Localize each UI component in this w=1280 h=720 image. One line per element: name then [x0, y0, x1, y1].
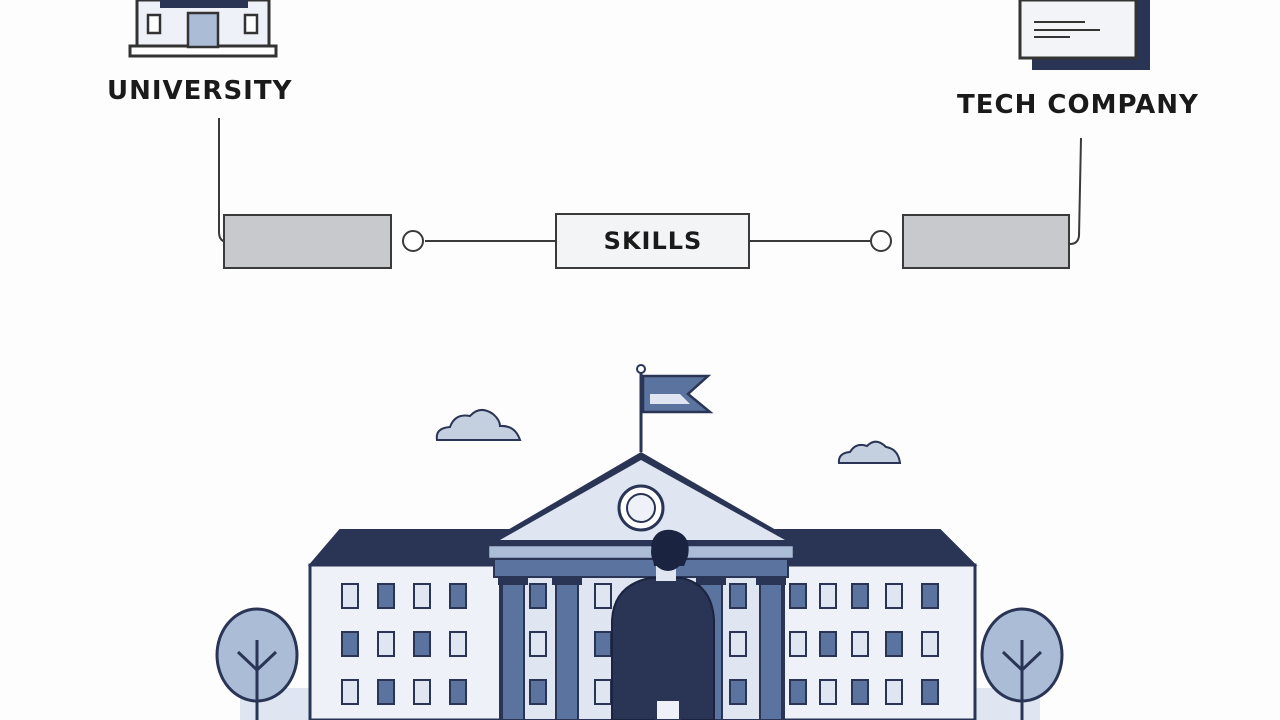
column-capital — [696, 577, 726, 585]
building-window — [851, 583, 869, 609]
left-node-circle — [402, 230, 424, 252]
building-column — [555, 576, 579, 720]
cloud-right — [837, 440, 902, 464]
column-capital — [498, 577, 528, 585]
tech-company-label: TECH COMPANY — [957, 90, 1199, 120]
building-window — [885, 583, 903, 609]
building-window — [789, 679, 807, 705]
column-capital — [552, 577, 582, 585]
document-icon — [1018, 0, 1150, 70]
building-window — [449, 583, 467, 609]
building-window — [885, 631, 903, 657]
building-window — [529, 631, 547, 657]
university-label: UNIVERSITY — [107, 76, 293, 106]
skills-box — [555, 213, 750, 269]
skills-label: SKILLS — [603, 227, 703, 255]
building-column — [501, 576, 525, 720]
building-window — [377, 583, 395, 609]
building-window — [789, 583, 807, 609]
building-window — [413, 631, 431, 657]
building-window — [449, 631, 467, 657]
building-windows — [341, 583, 939, 705]
building-window — [413, 679, 431, 705]
column-capital — [756, 577, 786, 585]
tech-connector — [1069, 137, 1082, 245]
building-window — [341, 679, 359, 705]
tech-company-box — [902, 214, 1070, 269]
university-box — [223, 214, 392, 269]
tree-right — [980, 607, 1064, 720]
building-window — [885, 679, 903, 705]
building-window — [449, 679, 467, 705]
building-window — [789, 631, 807, 657]
building-window — [729, 679, 747, 705]
building-window — [729, 583, 747, 609]
building-window — [341, 583, 359, 609]
building-window — [594, 679, 612, 705]
building-window — [819, 679, 837, 705]
person-figure — [611, 529, 715, 720]
building-window — [851, 631, 869, 657]
building-window — [594, 631, 612, 657]
building-column — [759, 576, 783, 720]
cloud-left — [435, 409, 522, 441]
building-window — [729, 631, 747, 657]
building-window — [819, 631, 837, 657]
building-window — [413, 583, 431, 609]
university-building — [307, 364, 978, 720]
building-window — [594, 583, 612, 609]
building-window — [529, 583, 547, 609]
building-columns — [498, 576, 786, 720]
building-window — [377, 679, 395, 705]
building-window — [921, 631, 939, 657]
building-window — [851, 679, 869, 705]
building-window — [819, 583, 837, 609]
building-window — [377, 631, 395, 657]
building-window — [921, 679, 939, 705]
right-node-circle — [870, 230, 892, 252]
building-window — [921, 583, 939, 609]
university-icon — [128, 0, 278, 58]
tree-left — [215, 607, 299, 720]
building-window — [341, 631, 359, 657]
building-window — [529, 679, 547, 705]
